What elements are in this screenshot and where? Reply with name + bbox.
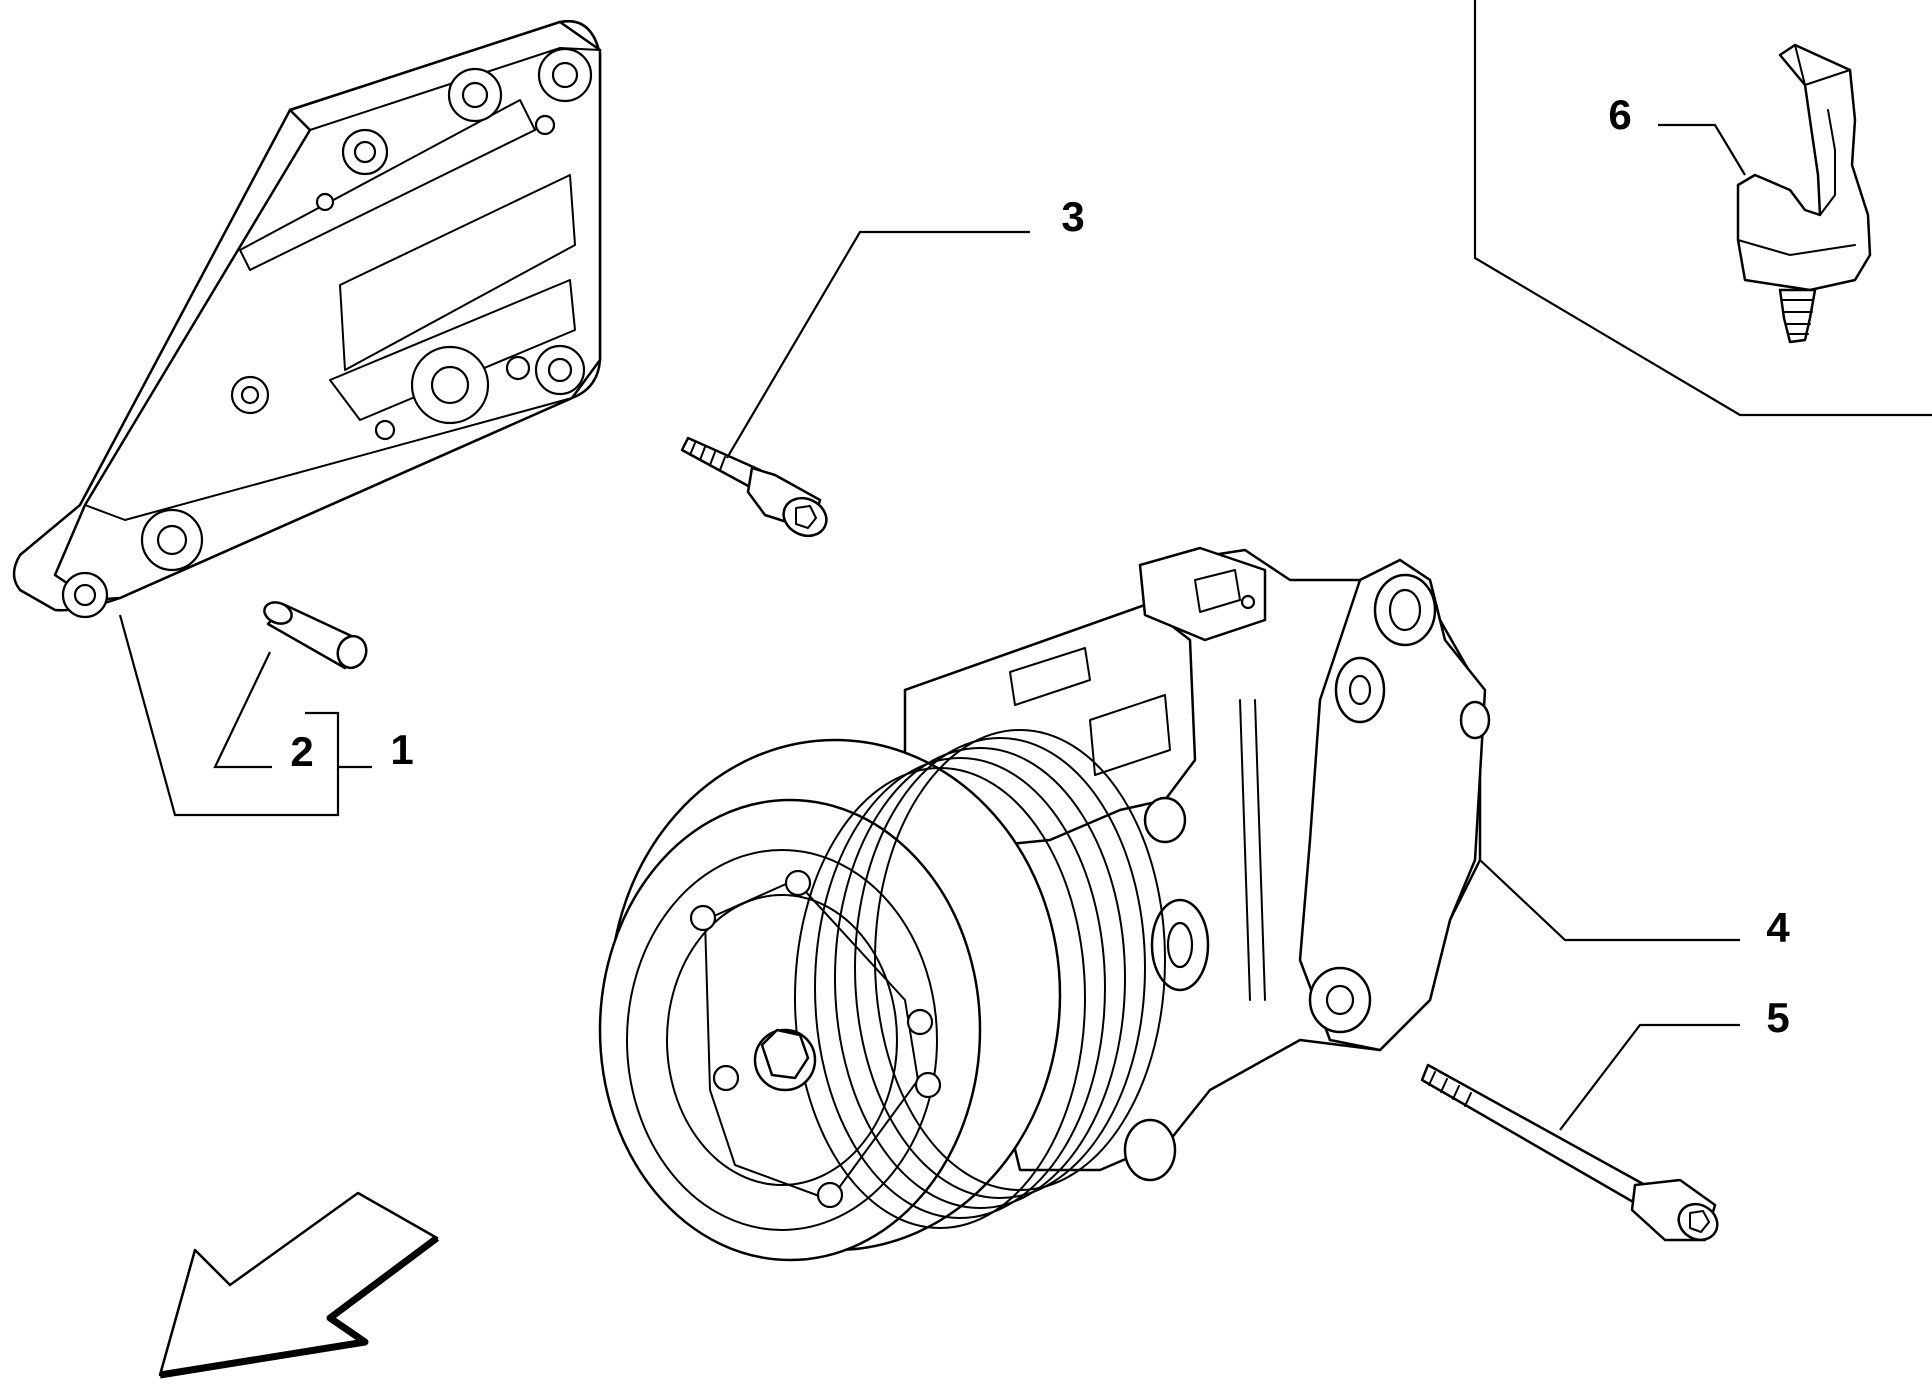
bolt-long[interactable] bbox=[1420, 1063, 1724, 1247]
inset-frame bbox=[1473, 0, 1932, 417]
bolt-short[interactable] bbox=[680, 436, 833, 543]
callout-1[interactable]: 1 bbox=[390, 726, 414, 773]
hose-clip[interactable] bbox=[1736, 43, 1872, 344]
leader-lines bbox=[118, 123, 1746, 1131]
ac-compressor[interactable] bbox=[598, 546, 1491, 1262]
callout-2[interactable]: 2 bbox=[290, 728, 314, 775]
callout-6[interactable]: 6 bbox=[1608, 91, 1632, 138]
callout-5[interactable]: 5 bbox=[1766, 994, 1790, 1041]
front-direction-arrow-icon bbox=[158, 1191, 440, 1379]
callout-4[interactable]: 4 bbox=[1766, 904, 1790, 951]
callout-3[interactable]: 3 bbox=[1061, 193, 1085, 240]
bushing[interactable] bbox=[261, 599, 370, 672]
mounting-bracket[interactable] bbox=[12, 19, 602, 619]
